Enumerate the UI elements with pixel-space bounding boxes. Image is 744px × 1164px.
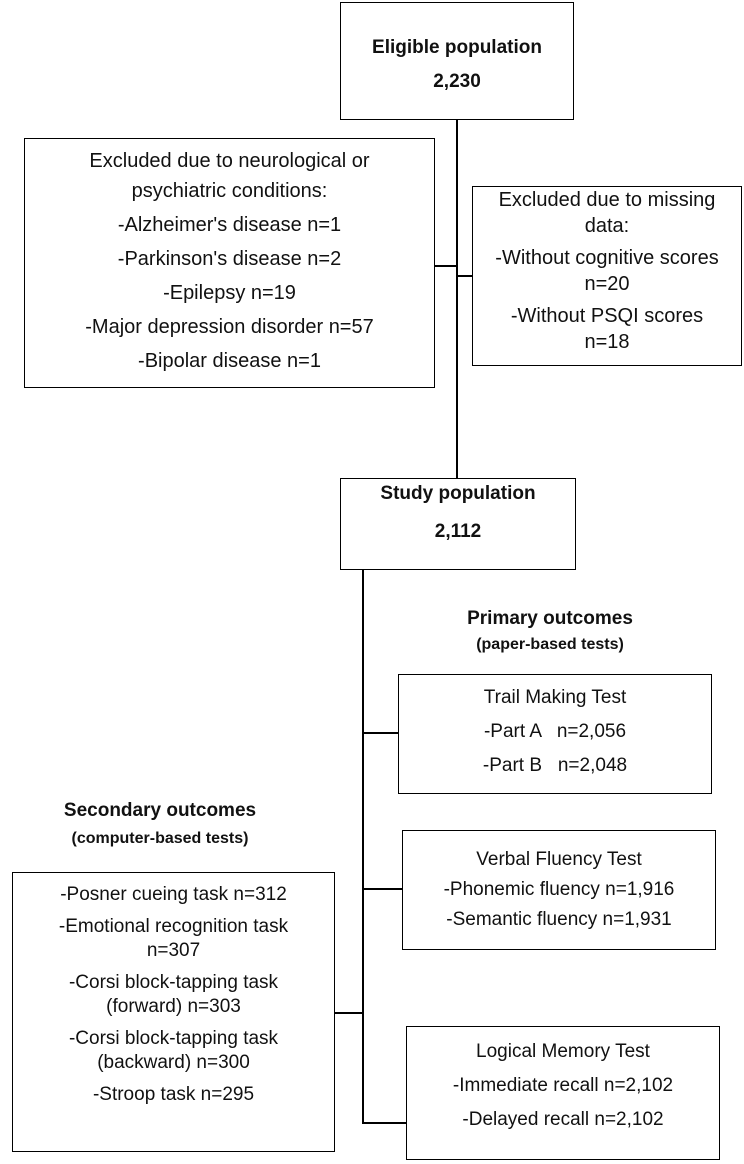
excluded-missing-heading-1: Excluded due to missing [498, 189, 716, 211]
excluded-parkinsons: -Parkinson's disease n=2 [117, 248, 342, 270]
eligible-population-count: 2,230 [433, 71, 481, 92]
stroop-task: -Stroop task n=295 [92, 1084, 255, 1105]
secondary-outcomes-title: Secondary outcomes [63, 800, 257, 821]
verbal-fluency-title: Verbal Fluency Test [476, 849, 642, 870]
study-population-box: Study population 2,112 [340, 478, 576, 570]
excluded-bipolar: -Bipolar disease n=1 [138, 350, 321, 372]
secondary-outcomes-label: Secondary outcomes (computer-based tests… [20, 796, 300, 852]
excluded-major-depression: -Major depression disorder n=57 [85, 316, 374, 338]
posner-task: -Posner cueing task n=312 [60, 884, 287, 905]
trail-making-part-b: -Part B n=2,048 [482, 755, 628, 776]
logical-memory-immediate: -Immediate recall n=2,102 [452, 1075, 674, 1096]
emotional-recognition-task: -Emotional recognition task [58, 916, 289, 937]
excluded-without-psqi: -Without PSQI scores [510, 305, 704, 327]
excluded-alzheimers: -Alzheimer's disease n=1 [117, 214, 342, 236]
computer-tests-box: -Posner cueing task n=312 -Emotional rec… [12, 872, 335, 1152]
logical-memory-title: Logical Memory Test [476, 1041, 650, 1062]
excluded-neuro-heading-2: psychiatric conditions: [131, 180, 328, 202]
excluded-without-cognitive: -Without cognitive scores [495, 247, 719, 269]
trail-making-title: Trail Making Test [483, 687, 627, 708]
excluded-neuro-box: Excluded due to neurological or psychiat… [24, 138, 435, 388]
excluded-missing-heading-2: data: [584, 215, 630, 237]
connector-to-neuro-exclusion [434, 265, 458, 267]
connector-to-missing-exclusion [456, 275, 472, 277]
excluded-without-psqi-n: n=18 [584, 331, 630, 353]
trail-making-part-a: -Part A n=2,056 [483, 721, 627, 742]
primary-outcomes-title: Primary outcomes [467, 608, 633, 629]
connector-to-verbal [362, 888, 402, 890]
verbal-fluency-semantic: -Semantic fluency n=1,931 [446, 909, 672, 930]
primary-outcomes-subtitle: (paper-based tests) [476, 636, 624, 653]
primary-outcomes-label: Primary outcomes (paper-based tests) [430, 606, 670, 658]
corsi-backward-task: -Corsi block-tapping task [68, 1028, 279, 1049]
corsi-forward-task: -Corsi block-tapping task [68, 972, 279, 993]
study-population-title: Study population [380, 483, 536, 504]
excluded-epilepsy: -Epilepsy n=19 [163, 282, 296, 304]
corsi-backward-task-n: (backward) n=300 [97, 1052, 250, 1073]
emotional-recognition-task-n: n=307 [146, 940, 201, 961]
eligible-population-box: Eligible population 2,230 [340, 2, 574, 120]
trail-making-box: Trail Making Test -Part A n=2,056 -Part … [398, 674, 712, 794]
excluded-neuro-heading-1: Excluded due to neurological or [89, 150, 370, 172]
excluded-missing-box: Excluded due to missing data: -Without c… [472, 186, 742, 366]
connector-study-trunk [362, 568, 364, 1124]
study-population-count: 2,112 [434, 521, 482, 542]
excluded-without-cognitive-n: n=20 [584, 273, 630, 295]
logical-memory-delayed: -Delayed recall n=2,102 [462, 1109, 664, 1130]
connector-to-logical [362, 1122, 406, 1124]
logical-memory-box: Logical Memory Test -Immediate recall n=… [406, 1026, 720, 1160]
secondary-outcomes-subtitle: (computer-based tests) [71, 830, 249, 847]
verbal-fluency-phonemic: -Phonemic fluency n=1,916 [443, 879, 675, 900]
connector-to-secondary [335, 1012, 363, 1014]
verbal-fluency-box: Verbal Fluency Test -Phonemic fluency n=… [402, 830, 716, 950]
corsi-forward-task-n: (forward) n=303 [106, 996, 241, 1017]
connector-to-trail [362, 732, 398, 734]
connector-eligible-to-study [456, 120, 458, 478]
eligible-population-title: Eligible population [372, 37, 542, 58]
